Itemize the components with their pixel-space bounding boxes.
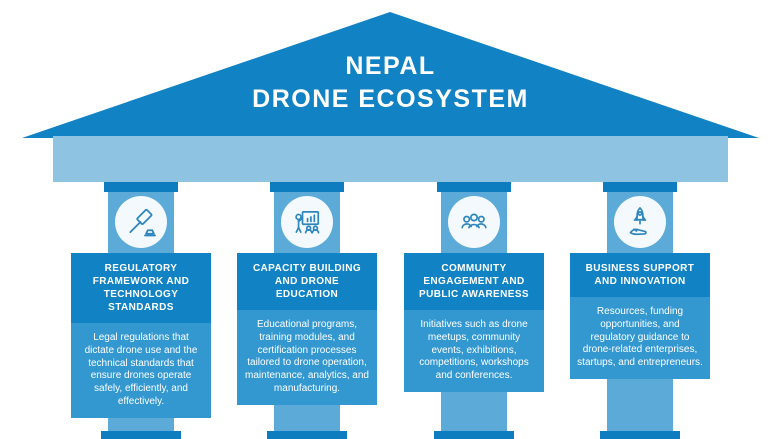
- pillar-base: [600, 431, 680, 439]
- temple-roof: [22, 12, 759, 138]
- people-group-icon: [448, 196, 500, 248]
- pillar-capacity-building: CAPACITY BUILDING AND DRONE EDUCATION Ed…: [237, 182, 377, 439]
- gavel-icon: [115, 196, 167, 248]
- pillar-description: Initiatives such as drone meetups, commu…: [404, 310, 544, 392]
- pillar-base: [267, 431, 347, 439]
- pillar-community: COMMUNITY ENGAGEMENT AND PUBLIC AWARENES…: [404, 182, 544, 439]
- pillar-text-block: COMMUNITY ENGAGEMENT AND PUBLIC AWARENES…: [404, 253, 544, 392]
- title-line-2: DRONE ECOSYSTEM: [252, 85, 529, 113]
- pillar-capital: [104, 182, 178, 192]
- title-line-1: NEPAL: [345, 52, 436, 80]
- pillar-title: REGULATORY FRAMEWORK AND TECHNOLOGY STAN…: [71, 253, 211, 323]
- pillar-title: BUSINESS SUPPORT AND INNOVATION: [570, 253, 710, 297]
- pillar-base: [101, 431, 181, 439]
- hand-rocket-icon: [614, 196, 666, 248]
- pillar-description: Educational programs, training modules, …: [237, 310, 377, 405]
- diagram-title: NEPAL DRONE ECOSYSTEM: [0, 50, 781, 116]
- pillar-description: Resources, funding opportunities, and re…: [570, 297, 710, 379]
- pillar-description: Legal regulations that dictate drone use…: [71, 323, 211, 418]
- pillar-capital: [603, 182, 677, 192]
- pillar-base: [434, 431, 514, 439]
- temple-beam: [53, 136, 728, 182]
- pillar-capital: [270, 182, 344, 192]
- pillar-title: CAPACITY BUILDING AND DRONE EDUCATION: [237, 253, 377, 310]
- training-presentation-icon: [281, 196, 333, 248]
- pillar-capital: [437, 182, 511, 192]
- pillar-text-block: REGULATORY FRAMEWORK AND TECHNOLOGY STAN…: [71, 253, 211, 418]
- pillar-text-block: BUSINESS SUPPORT AND INNOVATION Resource…: [570, 253, 710, 379]
- pillar-text-block: CAPACITY BUILDING AND DRONE EDUCATION Ed…: [237, 253, 377, 405]
- pillar-title: COMMUNITY ENGAGEMENT AND PUBLIC AWARENES…: [404, 253, 544, 310]
- pillar-regulatory: REGULATORY FRAMEWORK AND TECHNOLOGY STAN…: [71, 182, 211, 439]
- pillar-business-support: BUSINESS SUPPORT AND INNOVATION Resource…: [570, 182, 710, 439]
